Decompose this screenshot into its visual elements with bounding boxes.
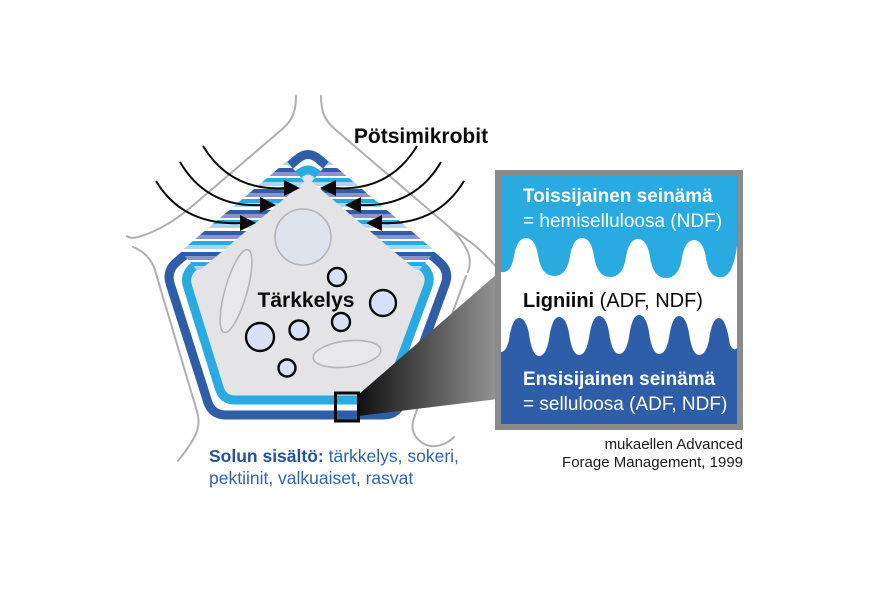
arrow-left-3 [155,180,243,225]
inset-primary-title: Ensisijainen seinämä [523,369,716,390]
arrow-right-3 [379,180,465,225]
inset-primary-wall [501,315,737,424]
neighbor-line-right-spur [451,229,498,269]
arrowhead-icon [284,180,300,196]
inset-secondary-subtitle: = hemiselluloosa (NDF) [523,211,722,232]
magnifier-wedge [358,273,498,416]
arrowhead-icon [240,215,256,231]
inset-lignin-bold: Ligniini [523,290,594,312]
starch-granule [368,288,398,318]
arrow-right-2 [358,161,442,207]
arrow-right-1 [333,145,418,190]
starch-granule [244,321,276,353]
inset-lignin-rest: (ADF, NDF) [594,290,703,312]
attribution-line1: mukaellen Advanced [605,436,743,453]
arrow-left-2 [179,161,263,207]
cell-contents-label: Solun sisältö: [209,446,324,466]
magnifier-rect [334,391,360,423]
wall-inset: Toissijainen seinämä = hemiselluloosa (N… [495,170,743,430]
neighbor-cell-lines [126,95,498,462]
cell-wall-outer-ring [164,150,452,420]
arrowhead-icon [345,197,361,213]
microbe-arrowheads [240,180,382,231]
inset-secondary-title: Toissijainen seinämä [523,186,713,207]
starch-label: Tärkkelys [258,289,355,312]
attribution-line2: Forage Management, 1999 [562,454,743,471]
microbes-label: Pötsimikrobit [354,125,488,148]
cell-contents-rest: tärkkelys, sokeri, [324,446,459,466]
cell-contents-line1: Solun sisältö: tärkkelys, sokeri, [209,446,459,466]
arrowhead-icon [366,215,382,231]
starch-granule [330,311,352,333]
microbe-arrows [155,145,465,225]
organelle-ellipse [312,339,382,369]
starch-granule [277,358,297,378]
arrowhead-icon [320,180,336,196]
neighbor-line-apex-left [126,95,297,239]
inset-primary-subtitle: = selluloosa (ADF, NDF) [523,394,727,415]
neighbor-line-lower-left [132,246,200,462]
inset-lignin-label: Ligniini (ADF, NDF) [523,290,703,312]
starch-granule [326,266,348,288]
inset-secondary-wall [501,176,737,278]
nucleus [274,208,332,266]
neighbor-line-lower-right [411,275,467,448]
starch-granule [288,319,310,341]
arrowhead-icon [260,197,276,213]
neighbor-line-apex-right [320,95,471,273]
arrow-left-1 [202,145,287,190]
cell-contents-line2: pektiinit, valkuaiset, rasvat [209,468,413,488]
starch-granules [244,266,398,378]
organelle-ellipse [219,248,253,334]
